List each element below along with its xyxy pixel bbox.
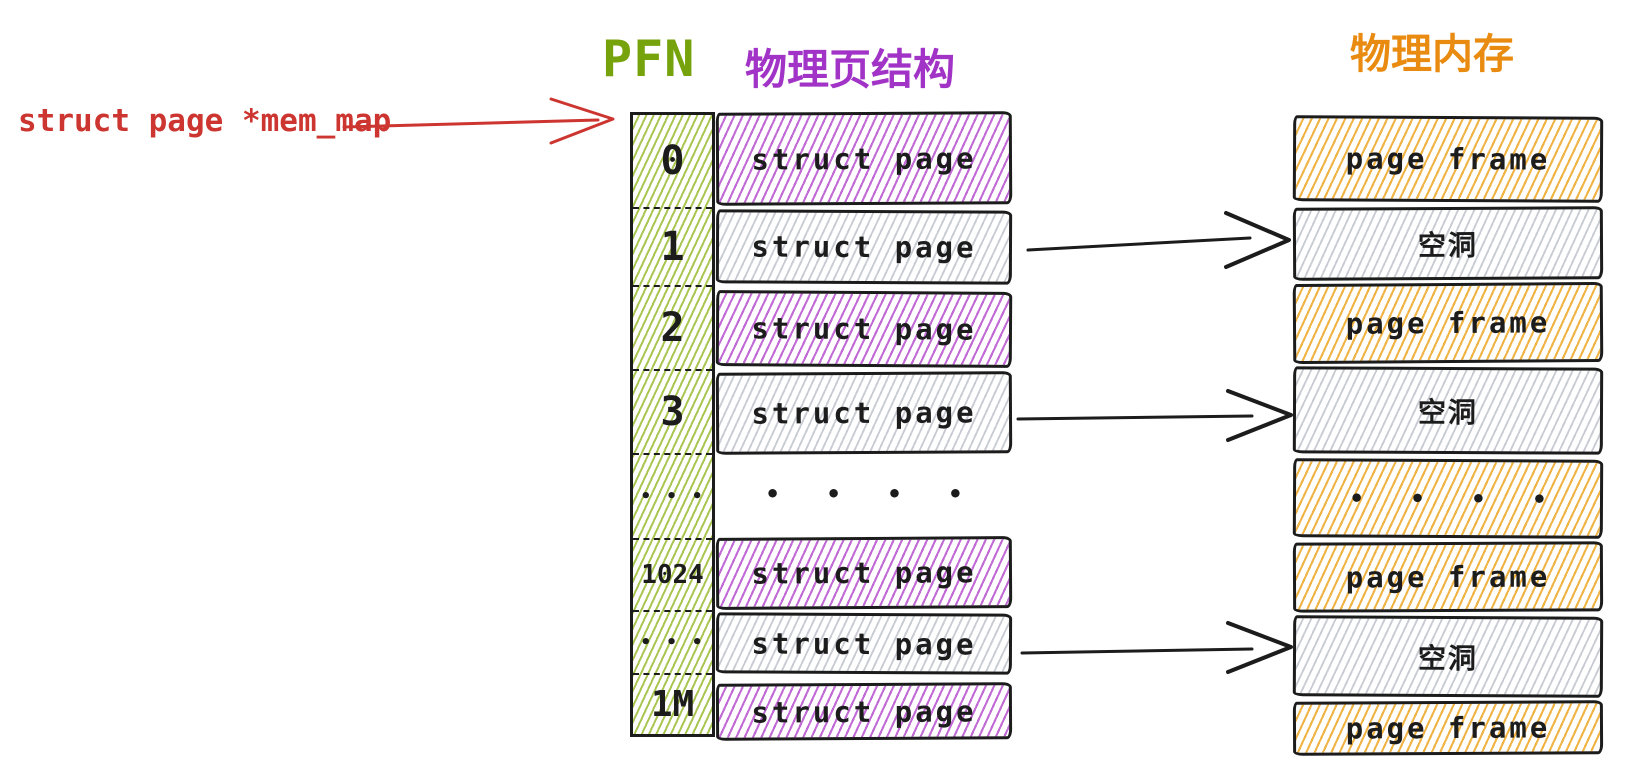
- struct-page-box: struct page: [715, 111, 1013, 206]
- hole-label: 空洞: [1417, 228, 1479, 262]
- struct-page-label: struct page: [751, 693, 977, 730]
- page-frame-label: page frame: [1345, 710, 1551, 746]
- mem-map-pointer-label: struct page *mem_map: [18, 103, 392, 139]
- page-frame-box: page frame: [1292, 281, 1604, 365]
- hole-box: 空洞: [1292, 366, 1604, 455]
- page-frame-box: page frame: [1292, 700, 1604, 756]
- pfn-cell-ellipsis-1: • • •: [633, 455, 712, 540]
- struct-page-box: struct page: [715, 682, 1013, 741]
- struct-page-label: struct page: [751, 229, 977, 265]
- memory-ellipsis-box: • • • •: [1292, 458, 1604, 539]
- page-frame-label: page frame: [1345, 141, 1551, 177]
- pfn-cell-0: 0: [633, 115, 712, 210]
- struct-page-label: struct page: [751, 140, 977, 177]
- pfn-cell-ellipsis-2: • • •: [633, 612, 712, 676]
- mapping-arrow-3: [1020, 621, 1293, 674]
- pfn-cell-3: 3: [633, 371, 712, 456]
- pfn-column: 0 1 2 3 • • • 1024 • • • 1M: [630, 112, 715, 737]
- struct-page-ellipsis-row: • • • •: [716, 458, 1012, 530]
- hole-label: 空洞: [1417, 641, 1479, 675]
- struct-page-box: struct page: [715, 290, 1013, 368]
- hole-box: 空洞: [1292, 615, 1604, 698]
- pfn-header: PFN: [602, 30, 696, 88]
- pfn-cell-1024: 1024: [633, 540, 712, 612]
- struct-page-label: struct page: [751, 555, 977, 591]
- struct-page-box: struct page: [715, 209, 1013, 285]
- page-struct-header: 物理页结构: [745, 45, 956, 94]
- page-frame-box: page frame: [1292, 115, 1604, 203]
- pfn-cell-1: 1: [633, 209, 712, 287]
- physical-memory-header: 物理内存: [1350, 30, 1514, 78]
- struct-page-box: struct page: [715, 612, 1013, 675]
- struct-page-box: struct page: [715, 371, 1013, 455]
- page-frame-label: page frame: [1345, 305, 1551, 341]
- ellipsis-dots: • • • •: [1349, 483, 1563, 514]
- struct-page-box: struct page: [715, 536, 1013, 610]
- pfn-cell-2: 2: [633, 287, 712, 371]
- struct-page-label: struct page: [751, 311, 977, 347]
- hole-box: 空洞: [1292, 206, 1604, 281]
- struct-page-label: struct page: [751, 626, 977, 661]
- mapping-arrow-1: [1026, 211, 1291, 269]
- page-frame-label: page frame: [1345, 559, 1551, 595]
- hole-label: 空洞: [1417, 395, 1479, 429]
- page-frame-box: page frame: [1292, 541, 1604, 613]
- ellipsis-dots: • • • •: [765, 480, 979, 508]
- mapping-arrow-2: [1016, 389, 1293, 442]
- struct-page-label: struct page: [751, 395, 977, 431]
- pfn-cell-1M: 1M: [650, 684, 695, 726]
